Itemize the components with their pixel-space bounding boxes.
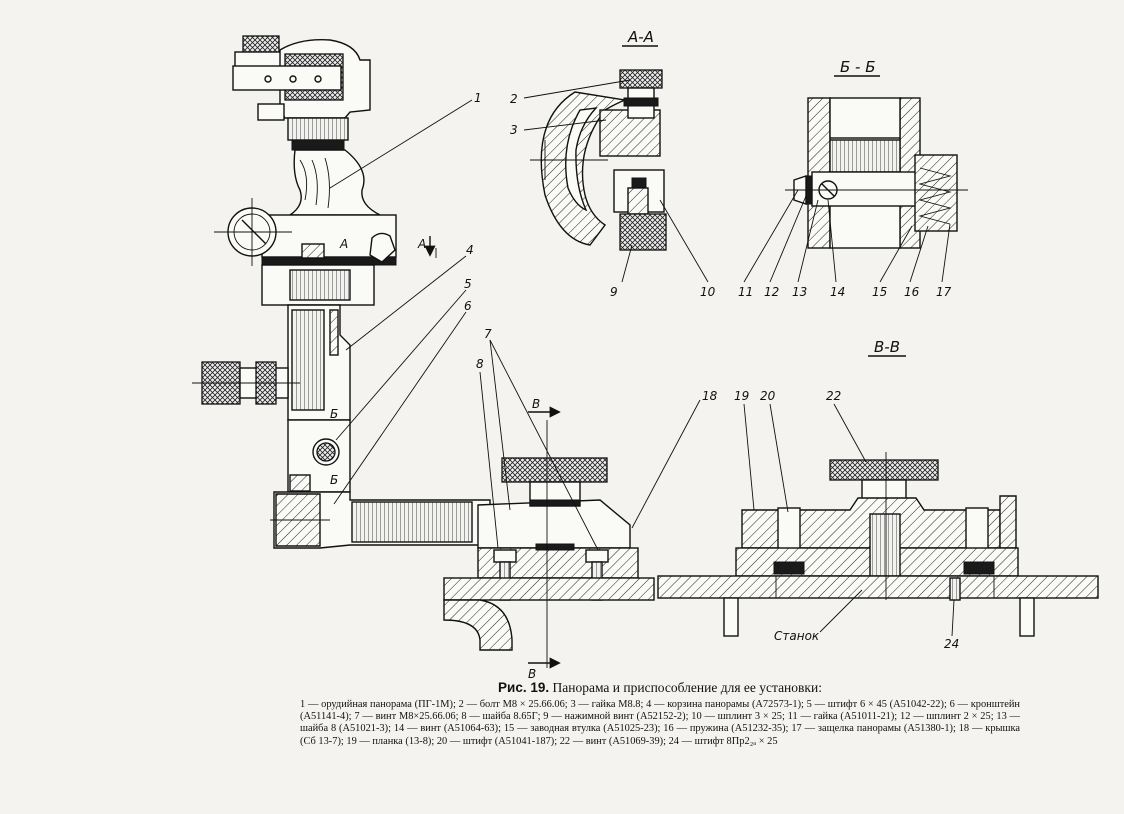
pin-24	[949, 577, 961, 601]
mount-screw-left-head	[493, 549, 517, 563]
callout-16: 16	[904, 285, 920, 299]
callout-12: 12	[764, 285, 779, 299]
screw-22-head	[829, 459, 939, 481]
leader-lines	[329, 79, 955, 637]
nut-3	[623, 97, 659, 107]
callout-2: 2	[510, 92, 518, 106]
panorama-latch	[369, 232, 396, 263]
pressure-screw-stem	[627, 187, 649, 215]
mount-center-slot	[535, 543, 575, 551]
callout-24: 24	[944, 637, 959, 651]
section-a-a-label: А-А	[627, 28, 654, 46]
view-mark-v-bottom: В	[528, 667, 536, 681]
view-mark-a-left: А	[339, 237, 348, 251]
mount-screw-right-head	[585, 549, 609, 563]
cotter-10	[631, 177, 647, 189]
basket-inner-arc	[565, 107, 598, 212]
clamp-knob-washer	[529, 499, 581, 507]
view-mark-b-bottom: Б	[330, 473, 338, 487]
machine-leg-left	[723, 597, 739, 637]
callout-9: 9	[610, 285, 618, 299]
latch-housing-17	[914, 154, 958, 232]
callout-11: 11	[738, 285, 753, 299]
callout-3: 3	[510, 123, 518, 137]
machine-label: Станок	[774, 629, 820, 643]
panorama-side-bar	[232, 65, 342, 91]
cover-18	[477, 499, 631, 549]
sleeve-bore-ribs	[829, 139, 901, 173]
panorama-small-screw	[257, 103, 285, 121]
view-mark-a-right: А	[417, 237, 426, 251]
figure-caption: Рис. 19. Панорама и приспособление для е…	[300, 680, 1020, 748]
bolt-2-head	[619, 69, 663, 89]
callout-6: 6	[464, 299, 472, 313]
clamp-knob-7	[501, 457, 608, 483]
callout-14: 14	[830, 285, 845, 299]
bar-hole-1	[264, 75, 272, 83]
pin-20-base	[773, 561, 805, 575]
section-b-b-label: Б - Б	[840, 58, 876, 76]
center-screw-thread	[869, 513, 901, 577]
panorama-body-shading	[299, 157, 330, 209]
bar-hole-3	[314, 75, 322, 83]
machine-plate-right	[657, 575, 1099, 599]
callout-8: 8	[476, 357, 484, 371]
callout-18: 18	[702, 389, 718, 403]
bracket-arm-ribs	[351, 501, 473, 543]
machine-flange-left	[443, 599, 513, 651]
section-v-v-label: В-В	[874, 338, 900, 356]
panorama-neck-ring	[291, 139, 345, 151]
view-marks: А А Б Б В В	[330, 236, 540, 681]
bar-hole-2	[289, 75, 297, 83]
sleeve-lower-bore	[829, 199, 901, 249]
pin-right-base	[963, 561, 995, 575]
callout-22: 22	[826, 389, 841, 403]
machine-plate-left	[443, 577, 655, 601]
callout-20: 20	[760, 389, 776, 403]
panorama-neck	[287, 117, 349, 141]
pin-wheel-knurl	[316, 442, 336, 462]
panorama-assembly	[192, 35, 491, 549]
view-mark-v-top: В	[532, 397, 540, 411]
callout-1: 1	[474, 91, 482, 105]
machine-leg-right	[1019, 597, 1035, 637]
figure-title: Панорама и приспособление для ее установ…	[552, 680, 822, 695]
lower-section-hatch	[289, 474, 311, 492]
callout-13: 13	[792, 285, 807, 299]
spring-16	[918, 167, 952, 225]
callout-labels: 1 2 3 4 5 6 7 8 9 10 11 12 13 14 15 16 1…	[464, 91, 959, 651]
caption-title-line: Рис. 19. Панорама и приспособление для е…	[300, 680, 1020, 696]
machine-leader	[819, 589, 863, 633]
section-v-v: В-В Станок	[657, 338, 1099, 643]
callout-7: 7	[484, 327, 492, 341]
sleeve-bore	[829, 97, 901, 139]
cover-right-step	[999, 495, 1017, 549]
panorama-collar-slot	[301, 243, 325, 259]
basket-slot	[329, 309, 339, 356]
figure-number: Рис. 19.	[498, 680, 550, 695]
caption-legend: 1 — орудийная панорама (ПГ-1М); 2 — болт…	[300, 699, 1020, 747]
callout-19: 19	[734, 389, 749, 403]
panorama-basket-ribs	[291, 309, 325, 411]
callout-4: 4	[466, 243, 474, 257]
view-mark-b-top: Б	[330, 407, 338, 421]
mounting-assembly	[443, 406, 655, 669]
section-b-b: Б - Б	[785, 58, 968, 249]
panorama-body	[287, 149, 381, 216]
section-a-a: А-А	[530, 28, 667, 251]
callout-10: 10	[700, 285, 716, 299]
pressure-screw-9	[619, 213, 667, 251]
callout-17: 17	[936, 285, 952, 299]
callout-15: 15	[872, 285, 887, 299]
callout-5: 5	[464, 277, 472, 291]
panorama-lower-sleeve-ribs	[289, 269, 351, 301]
pin-20	[777, 507, 801, 551]
pin-right	[965, 507, 989, 551]
